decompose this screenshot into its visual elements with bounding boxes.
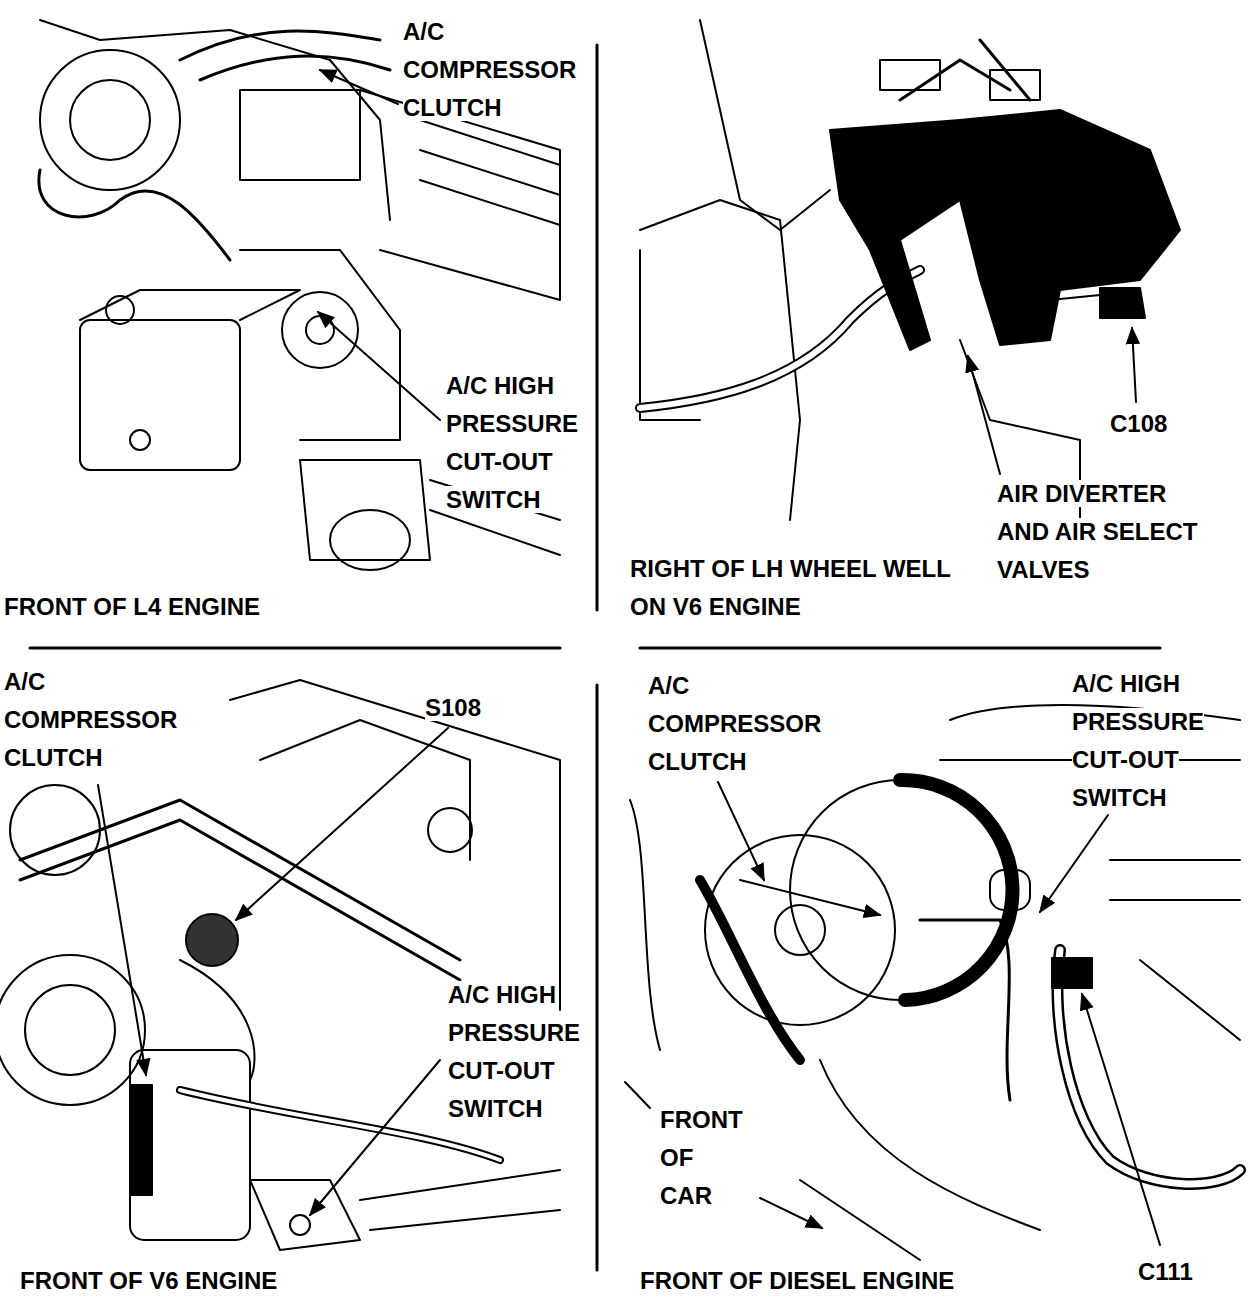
panel-caption: FRONT OF V6 ENGINE: [20, 1267, 277, 1294]
leader-line: [320, 70, 398, 104]
component-label: A/C HIGH PRESSURE CUT-OUT SWITCH: [1072, 670, 1204, 811]
label-box: FRONT OF CAR: [660, 1101, 748, 1215]
label-box: FRONT OF L4 ENGINE: [4, 588, 260, 626]
splice-id: S108: [425, 694, 481, 721]
harness-conduit: [640, 270, 920, 408]
wire-harness: [180, 31, 390, 80]
compressor-clutch: [130, 1085, 152, 1195]
compressor-body: [130, 1050, 250, 1240]
panel-divider: [640, 647, 1160, 650]
label-box: S108: [425, 689, 481, 727]
hose: [800, 1060, 1040, 1260]
pulley: [0, 955, 145, 1105]
component-label: A/C COMPRESSOR CLUTCH: [648, 672, 821, 775]
strut: [700, 20, 830, 230]
filler-cap: [106, 296, 134, 324]
clutch-wire: [920, 920, 1010, 1100]
connector-id: C111: [1138, 1258, 1193, 1285]
reservoir: [80, 320, 240, 470]
vacuum-connector: [990, 70, 1040, 100]
bolt: [130, 430, 150, 450]
label-box: AIR DIVERTER AND AIR SELECT VALVES: [997, 475, 1211, 589]
clutch-plate: [705, 835, 895, 1025]
component-label: A/C HIGH PRESSURE CUT-OUT SWITCH: [446, 372, 578, 513]
block-ribs: [420, 120, 560, 225]
reservoir-top: [80, 290, 300, 320]
component-label: AIR DIVERTER AND AIR SELECT VALVES: [997, 480, 1197, 583]
label-box: RIGHT OF LH WHEEL WELL ON V6 ENGINE: [630, 550, 970, 626]
fender-outline: [640, 200, 800, 520]
leader-line: [1040, 815, 1108, 912]
starter: [330, 510, 410, 570]
pipe: [360, 1170, 560, 1230]
air-select-valve: [960, 110, 1180, 345]
engine-outline: [230, 680, 560, 1010]
leader-line: [968, 356, 1000, 474]
clutch-hub: [775, 905, 825, 955]
panel-divider: [30, 647, 560, 650]
pulley: [282, 292, 358, 368]
bolt-boss: [428, 808, 472, 852]
pulley-hub: [25, 985, 115, 1075]
label-box: C108: [1110, 405, 1167, 443]
label-box: A/C COMPRESSOR CLUTCH: [648, 667, 838, 781]
leader-line: [310, 1060, 440, 1215]
high-pressure-switch: [990, 870, 1030, 910]
vacuum-connector: [880, 60, 940, 90]
pulley-hub: [306, 316, 334, 344]
connector-id: C108: [1110, 410, 1167, 437]
pulley-hub: [70, 80, 150, 160]
label-box: C111: [1138, 1253, 1193, 1291]
panel-caption: FRONT OF DIESEL ENGINE: [640, 1267, 954, 1294]
panel-divider: [596, 45, 599, 610]
bracket: [240, 250, 400, 440]
compressor-clutch-coil: [900, 780, 1012, 1000]
c108-connector: [1050, 288, 1145, 318]
leader-line: [1132, 328, 1136, 402]
fender-outline: [640, 250, 700, 420]
leader-line: [740, 880, 880, 915]
leader-line: [318, 312, 440, 420]
c111-connector: [1052, 958, 1092, 988]
wire-harness: [39, 170, 230, 260]
pipe: [20, 800, 460, 960]
manifold: [260, 720, 470, 860]
component-label: A/C COMPRESSOR CLUTCH: [4, 668, 177, 771]
component-label: A/C HIGH PRESSURE CUT-OUT SWITCH: [448, 981, 580, 1122]
leader-line: [1082, 994, 1160, 1245]
switch-body: [290, 1215, 310, 1235]
panel-caption: RIGHT OF LH WHEEL WELL ON V6 ENGINE: [630, 555, 951, 620]
compressor-body: [240, 90, 360, 180]
pulley: [10, 785, 100, 875]
component-label: A/C COMPRESSOR CLUTCH: [403, 18, 576, 121]
label-box: A/C HIGH PRESSURE CUT-OUT SWITCH: [448, 976, 598, 1128]
pipe: [20, 820, 460, 980]
s108-splice: [186, 914, 238, 966]
pulley: [40, 50, 180, 190]
front-tick: [625, 1082, 650, 1108]
engine-block: [360, 90, 560, 300]
label-box: A/C HIGH PRESSURE CUT-OUT SWITCH: [1072, 665, 1222, 817]
label-box: FRONT OF DIESEL ENGINE: [640, 1262, 954, 1298]
air-diverter-valve: [830, 120, 960, 350]
hose: [180, 960, 255, 1080]
harness-conduit: [700, 880, 800, 1060]
label-box: A/C HIGH PRESSURE CUT-OUT SWITCH: [446, 367, 596, 519]
engine-outline: [1110, 860, 1240, 1040]
label-box: A/C COMPRESSOR CLUTCH: [403, 13, 593, 127]
label-box: A/C COMPRESSOR CLUTCH: [4, 663, 194, 777]
leader-line: [236, 728, 448, 920]
leader-line: [718, 782, 764, 880]
harness-conduit-core: [640, 270, 920, 408]
direction-note: FRONT OF CAR: [660, 1106, 743, 1209]
label-box: FRONT OF V6 ENGINE: [20, 1262, 277, 1298]
front-arrow: [760, 1198, 822, 1228]
leader-line: [98, 785, 146, 1075]
panel-caption: FRONT OF L4 ENGINE: [4, 593, 260, 620]
panel-divider: [596, 685, 599, 1270]
engine-outline: [40, 20, 390, 220]
switch-mount: [250, 1180, 360, 1250]
fan-shroud: [630, 800, 660, 1050]
